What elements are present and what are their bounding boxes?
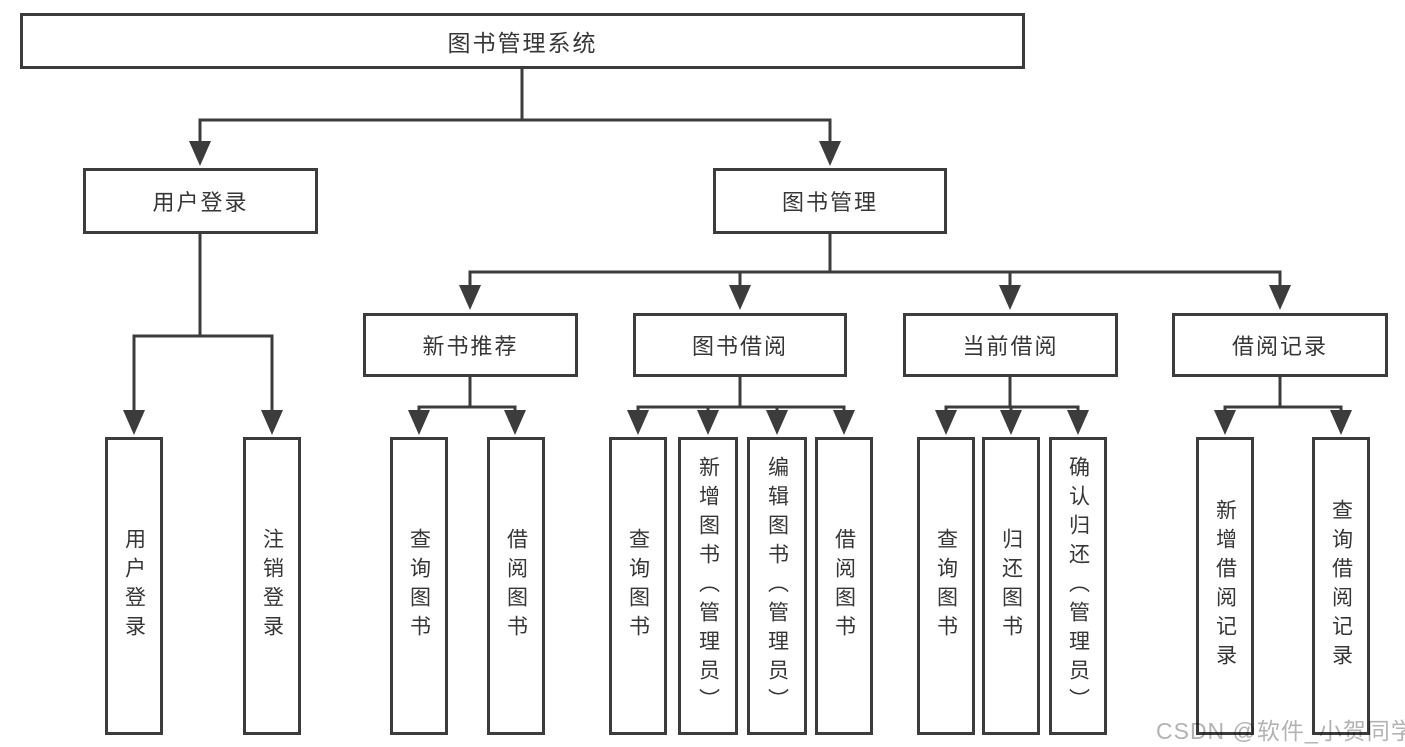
- node-leaf-query-books-current: 查询图书: [917, 437, 975, 735]
- node-leaf-add-borrow-record-label: 新增借阅记录: [1213, 499, 1237, 673]
- node-root-label: 图书管理系统: [447, 30, 598, 56]
- node-book-borrow: 图书借阅: [633, 313, 847, 377]
- node-root: 图书管理系统: [20, 13, 1025, 69]
- node-book-management: 图书管理: [713, 168, 947, 234]
- node-leaf-query-books-borrow: 查询图书: [609, 437, 667, 735]
- node-book-borrow-label: 图书借阅: [691, 334, 788, 359]
- node-borrow-records: 借阅记录: [1172, 313, 1388, 377]
- node-leaf-return-book: 归还图书: [982, 437, 1040, 735]
- node-current-borrow-label: 当前借阅: [962, 334, 1059, 359]
- node-book-management-label: 图书管理: [781, 190, 878, 215]
- csdn-watermark: CSDN @软件_小贺同学: [1156, 718, 1405, 744]
- node-leaf-add-borrow-record: 新增借阅记录: [1196, 437, 1254, 735]
- node-leaf-query-books-current-label: 查询图书: [934, 528, 958, 644]
- node-leaf-logout: 注销登录: [243, 437, 301, 735]
- connector-book-borrow-to-leaves: [627, 377, 855, 435]
- node-leaf-user-login: 用户登录: [105, 437, 163, 735]
- node-new-book-recommend: 新书推荐: [363, 313, 578, 377]
- node-leaf-borrow-books-label: 借阅图书: [832, 528, 856, 644]
- node-leaf-query-borrow-record: 查询借阅记录: [1312, 437, 1370, 735]
- connector-book-management-to-level3: [459, 234, 1291, 310]
- node-leaf-borrow-books: 借阅图书: [815, 437, 873, 735]
- node-leaf-borrow-books-newbook: 借阅图书: [487, 437, 545, 735]
- connector-current-borrow-to-leaves: [935, 377, 1089, 435]
- node-leaf-borrow-books-newbook-label: 借阅图书: [504, 528, 528, 644]
- node-leaf-query-books-newbook-label: 查询图书: [407, 528, 431, 644]
- node-leaf-edit-book-admin-label: 编辑图书（管理员）: [765, 455, 789, 717]
- node-leaf-add-book-admin-label: 新增图书（管理员）: [696, 455, 720, 717]
- connector-new-book-to-leaves: [408, 377, 526, 435]
- node-current-borrow: 当前借阅: [903, 313, 1118, 377]
- node-leaf-query-borrow-record-label: 查询借阅记录: [1329, 499, 1353, 673]
- node-borrow-records-label: 借阅记录: [1231, 334, 1328, 359]
- node-new-book-recommend-label: 新书推荐: [422, 334, 519, 359]
- node-leaf-confirm-return-admin-label: 确认归还（管理员）: [1066, 455, 1090, 717]
- node-leaf-return-book-label: 归还图书: [999, 528, 1023, 644]
- connector-borrow-records-to-leaves: [1214, 377, 1352, 435]
- node-leaf-edit-book-admin: 编辑图书（管理员）: [747, 437, 807, 735]
- node-leaf-logout-label: 注销登录: [260, 528, 284, 644]
- node-leaf-query-books-newbook: 查询图书: [390, 437, 448, 735]
- connector-root-to-level2: [189, 69, 841, 166]
- node-leaf-user-login-label: 用户登录: [122, 528, 146, 644]
- node-leaf-query-books-borrow-label: 查询图书: [626, 528, 650, 644]
- node-user-login: 用户登录: [83, 168, 318, 234]
- node-leaf-confirm-return-admin: 确认归还（管理员）: [1049, 437, 1107, 735]
- node-user-login-label: 用户登录: [152, 190, 249, 215]
- node-leaf-add-book-admin: 新增图书（管理员）: [678, 437, 738, 735]
- connector-user-login-to-leaves: [123, 234, 283, 435]
